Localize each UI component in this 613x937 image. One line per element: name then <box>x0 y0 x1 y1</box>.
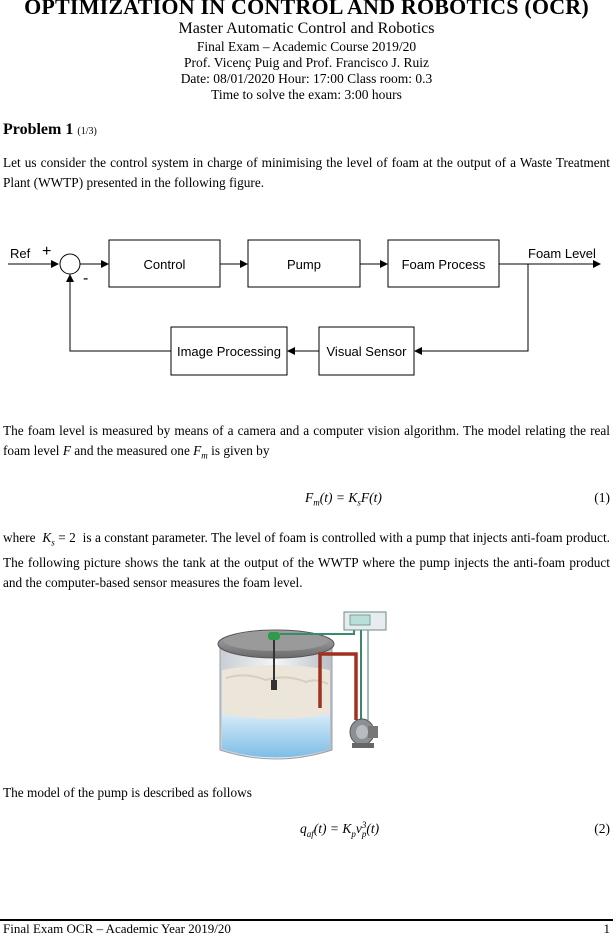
eq2-v-sup: 3 <box>361 820 367 830</box>
eq1-k-sub: s <box>357 497 361 508</box>
time-line: Time to solve the exam: 3:00 hours <box>211 87 402 102</box>
foam-texture <box>225 674 329 685</box>
equation-2-number: (2) <box>594 821 610 836</box>
document-title: OPTIMIZATION IN CONTROL AND ROBOTICS (OC… <box>24 0 589 19</box>
image-processing-block <box>170 326 288 376</box>
eq1-lhs-sub: m <box>313 497 320 508</box>
equation-1: Fm(t) = KsF(t) <box>305 490 382 508</box>
foam-level-label: Foam Level <box>528 246 596 261</box>
paragraph-pump: where Ks = 2 is a constant parameter. Th… <box>3 528 610 593</box>
symbol-Fm-sub: m <box>201 450 208 461</box>
footer-rule <box>0 919 613 921</box>
paragraph-pump-model: The model of the pump is described as fo… <box>3 785 252 800</box>
problem-intro: Let us consider the control system in ch… <box>3 155 610 190</box>
ref-label: Ref <box>10 246 31 261</box>
minus-sign: - <box>83 270 88 287</box>
feedback-arrow-to-junction <box>66 274 171 352</box>
eq2-v-arg: (t) <box>366 821 380 837</box>
paragraph-measurement-text-a: The foam level is measured by means of a… <box>3 423 610 458</box>
pump-hub <box>356 725 368 739</box>
paragraph-pump-where: where <box>3 530 36 545</box>
pump-base <box>352 743 374 748</box>
plus-sign: + <box>42 243 51 260</box>
professors-line: Prof. Vicenç Puig and Prof. Francisco J.… <box>184 55 429 70</box>
date-line: Date: 08/01/2020 Hour: 17:00 Class room:… <box>180 71 433 86</box>
paragraph-measurement-text-b: and the measured one <box>74 443 190 458</box>
antifoam-pipe <box>318 652 358 720</box>
symbol-Ks-base: K <box>42 530 52 545</box>
eq1-lhs: F <box>305 490 314 505</box>
eq1-rhs: F(t) <box>360 490 382 505</box>
computer-screen <box>349 614 371 626</box>
foam-process-block <box>387 239 500 288</box>
symbol-Fm-base: F <box>193 443 202 458</box>
eq2-v: v <box>355 821 362 837</box>
equation-1-number: (1) <box>594 490 610 505</box>
tank-lid-top <box>224 631 328 651</box>
symbol-Ks: Ks <box>42 530 55 548</box>
feedback-arrow-to-sensor <box>414 264 529 355</box>
control-block <box>108 239 221 288</box>
paragraph-measurement-text-c: is given by <box>211 443 270 458</box>
visual-sensor-block <box>318 326 415 376</box>
pump-motor <box>368 726 378 738</box>
eq2-v-sub: p <box>361 829 367 839</box>
problem-part: (1/3) <box>77 126 97 137</box>
symbol-F: F <box>62 443 71 458</box>
control-block-diagram: Ref + - Control Pump Foam Process Foam L… <box>8 239 601 376</box>
page-number: 1 <box>603 921 611 936</box>
symbol-Fm: Fm <box>193 443 208 461</box>
tank-illustration <box>216 608 397 769</box>
visual-sensor-label: Visual Sensor <box>327 344 408 359</box>
tank-water <box>222 713 330 758</box>
tank-foam <box>222 665 330 719</box>
footer-text: Final Exam OCR – Academic Year 2019/20 <box>3 921 231 936</box>
image-processing-label: Image Processing <box>177 344 281 359</box>
probe-tip <box>271 680 277 690</box>
pump-block <box>247 239 361 288</box>
eq2-lhs: q <box>300 821 307 837</box>
eq1-lhs-arg: (t) = K <box>319 490 358 505</box>
control-label: Control <box>144 257 186 272</box>
eq2-lhs-sub: af <box>306 828 314 839</box>
problem-heading-label: Problem 1 <box>3 121 74 138</box>
eq2-k-sub: p <box>351 828 356 839</box>
foam-process-label: Foam Process <box>402 257 486 272</box>
paragraph-pump-rest: is a constant parameter. The level of fo… <box>3 530 610 590</box>
sensor-head <box>268 632 280 640</box>
symbol-Ks-value: = 2 <box>58 530 76 545</box>
paragraph-measurement: The foam level is measured by means of a… <box>3 421 610 466</box>
exam-line: Final Exam – Academic Course 2019/20 <box>196 39 417 54</box>
symbol-Ks-sub: s <box>51 537 55 548</box>
problem-heading: Problem 1 (1/3) <box>3 121 97 139</box>
pump-label: Pump <box>287 257 321 272</box>
summing-junction <box>59 253 81 275</box>
program-subtitle: Master Automatic Control and Robotics <box>178 20 435 37</box>
eq2-lhs-arg: (t) = K <box>313 821 352 837</box>
